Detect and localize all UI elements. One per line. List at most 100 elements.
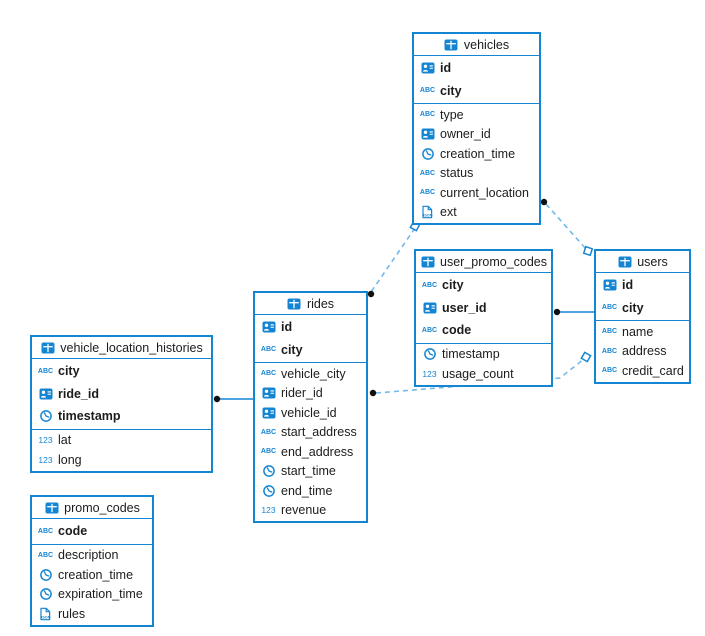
field-name: revenue — [281, 503, 327, 517]
table-header[interactable]: rides — [255, 293, 366, 315]
table-header[interactable]: user_promo_codes — [416, 251, 551, 273]
field-name: end_time — [281, 483, 333, 498]
field-name: type — [440, 107, 464, 122]
field-name: rider_id — [281, 386, 323, 400]
field-row[interactable]: creation_time — [414, 144, 539, 164]
table-header[interactable]: vehicle_location_histories — [32, 337, 211, 359]
field-row[interactable]: vehicle_id — [255, 403, 366, 423]
field-name: city — [622, 300, 644, 315]
relationship-user-promo-codes-users[interactable] — [553, 308, 594, 316]
table-icon — [420, 256, 435, 268]
text-type-icon: ABC — [260, 346, 277, 354]
table-icon — [40, 342, 55, 354]
field-name: id — [622, 278, 634, 292]
field-name: timestamp — [442, 347, 500, 361]
text-type-icon: ABC — [260, 448, 277, 456]
clock-icon — [420, 147, 435, 161]
field-row[interactable]: JSON ext — [414, 203, 539, 223]
field-name: current_location — [440, 185, 529, 200]
id-badge-icon — [420, 62, 435, 74]
primary-key-row[interactable]: id — [255, 316, 366, 339]
clock-icon — [38, 409, 53, 423]
primary-key-row[interactable]: id — [596, 274, 689, 297]
text-type-icon: ABC — [601, 347, 618, 355]
field-name: id — [281, 320, 293, 334]
text-type-icon: ABC — [37, 551, 54, 559]
table-icon — [44, 502, 59, 514]
table-icon — [617, 256, 632, 268]
relationship-vehicle-location-histories-rides[interactable] — [213, 395, 253, 403]
id-badge-icon — [602, 279, 617, 291]
field-row[interactable]: creation_time — [32, 565, 152, 585]
id-badge-icon — [422, 302, 437, 314]
table-header[interactable]: promo_codes — [32, 497, 152, 519]
field-name: ext — [440, 205, 457, 219]
table-icon — [444, 39, 459, 51]
text-type-icon: ABC — [601, 367, 618, 375]
field-row[interactable]: expiration_time — [32, 585, 152, 605]
field-name: user_id — [442, 300, 487, 315]
field-row[interactable]: end_time — [255, 481, 366, 501]
table-icon — [287, 298, 302, 310]
primary-key-row[interactable]: user_id — [416, 297, 551, 320]
svg-text:JSON: JSON — [40, 615, 51, 619]
table-title: rides — [306, 296, 335, 311]
field-row[interactable]: owner_id — [414, 125, 539, 145]
relationship-rides-vehicles[interactable] — [367, 220, 421, 298]
one-end-dot — [367, 290, 375, 298]
table-header[interactable]: users — [596, 251, 689, 273]
field-row[interactable]: rider_id — [255, 384, 366, 404]
table-title: users — [637, 254, 668, 269]
primary-key-row[interactable]: timestamp — [32, 405, 211, 428]
table-title: promo_codes — [64, 500, 140, 515]
relationship-vehicles-users[interactable] — [540, 198, 594, 257]
json-icon: JSON — [420, 205, 435, 219]
field-name: ride_id — [58, 386, 99, 401]
field-name: creation_time — [440, 146, 516, 161]
field-name: timestamp — [58, 409, 121, 423]
many-end-square — [582, 245, 594, 257]
field-name: long — [58, 452, 82, 467]
table-header[interactable]: vehicles — [414, 34, 539, 56]
field-row[interactable]: start_time — [255, 462, 366, 482]
field-row[interactable]: timestamp — [416, 345, 551, 365]
primary-key-row[interactable]: ride_id — [32, 383, 211, 406]
primary-key-row[interactable]: id — [414, 57, 539, 80]
one-end-dot — [540, 198, 548, 206]
